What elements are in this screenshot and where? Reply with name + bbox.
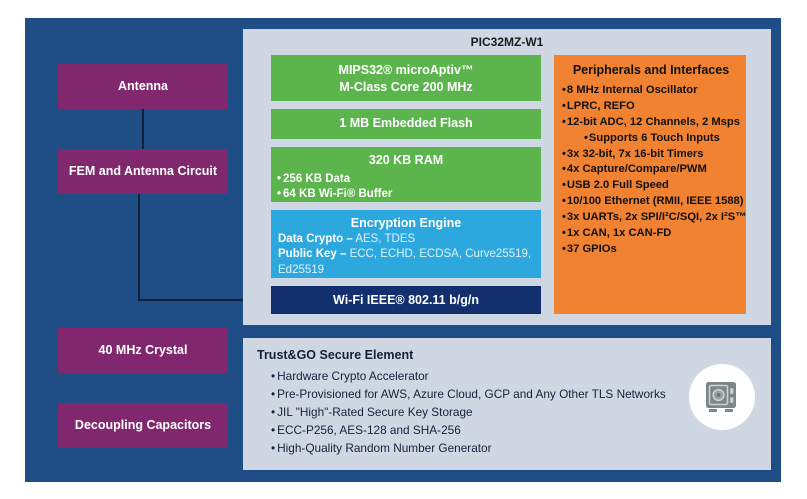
- trustgo-list: Hardware Crypto AcceleratorPre-Provision…: [271, 367, 666, 457]
- page-title: PIC32MZ-W1: [470, 35, 544, 49]
- crypto-data-label: Data Crypto –: [278, 232, 353, 245]
- block-ram[interactable]: 320 KB RAM 256 KB Data 64 KB Wi-Fi® Buff…: [271, 147, 541, 202]
- crypto-data-value: AES, TDES: [352, 232, 416, 245]
- list-item: 3x 32-bit, 7x 16-bit Timers: [562, 147, 740, 163]
- block-fem-antenna-circuit-label: FEM and Antenna Circuit: [68, 163, 218, 178]
- list-item: 12-bit ADC, 12 Channels, 2 Msps: [562, 115, 740, 131]
- list-item: USB 2.0 Full Speed: [562, 178, 740, 194]
- connector-fem-to-wifi-horizontal: [138, 299, 271, 301]
- list-item: LPRC, REFO: [562, 99, 740, 115]
- list-item: 37 GPIOs: [562, 242, 740, 258]
- list-item: JIL "High"-Rated Secure Key Storage: [271, 403, 666, 421]
- block-40mhz-crystal[interactable]: 40 MHz Crystal: [58, 328, 228, 373]
- block-mips32-core[interactable]: MIPS32® microAptiv™ M-Class Core 200 MHz: [271, 55, 541, 101]
- block-fem-antenna-circuit[interactable]: FEM and Antenna Circuit: [58, 149, 228, 194]
- mcu-panel: PIC32MZ-W1 MIPS32® microAptiv™ M-Class C…: [243, 29, 771, 325]
- block-peripherals-title: Peripherals and Interfaces: [572, 63, 730, 77]
- block-ram-list: 256 KB Data 64 KB Wi-Fi® Buffer: [271, 172, 541, 202]
- block-embedded-flash[interactable]: 1 MB Embedded Flash: [271, 109, 541, 139]
- crypto-data-line: Data Crypto – AES, TDES: [278, 232, 534, 248]
- list-item: Hardware Crypto Accelerator: [271, 367, 666, 385]
- list-item: 10/100 Ethernet (RMII, IEEE 1588): [562, 194, 744, 210]
- crypto-publickey-label: Public Key –: [278, 248, 347, 261]
- crypto-publickey-value: ECC, ECHD, ECDSA, Curve25519, Ed25519: [278, 248, 532, 276]
- block-wifi-label: Wi-Fi IEEE® 802.11 b/g/n: [333, 293, 479, 307]
- connector-antenna-to-fem: [142, 109, 144, 149]
- block-diagram-canvas: Antenna FEM and Antenna Circuit 40 MHz C…: [25, 18, 781, 482]
- peripherals-list: 8 MHz Internal OscillatorLPRC, REFO12-bi…: [562, 83, 746, 258]
- block-decoupling-capacitors-label: Decoupling Capacitors: [74, 417, 212, 432]
- block-embedded-flash-label: 1 MB Embedded Flash: [339, 116, 473, 130]
- safe-vault-icon: [689, 364, 755, 430]
- block-ram-label: 320 KB RAM: [368, 153, 444, 167]
- list-item: High-Quality Random Number Generator: [271, 439, 666, 457]
- block-40mhz-crystal-label: 40 MHz Crystal: [98, 342, 188, 357]
- connector-fem-to-wifi-vertical: [138, 194, 140, 300]
- block-mips32-core-line2: M-Class Core 200 MHz: [339, 79, 473, 94]
- list-item: Supports 6 Touch Inputs: [562, 131, 740, 147]
- trustgo-title: Trust&GO Secure Element: [257, 348, 414, 362]
- list-item: 256 KB Data: [277, 172, 541, 187]
- list-item: 64 KB Wi-Fi® Buffer: [277, 187, 541, 202]
- list-item: 4x Capture/Compare/PWM: [562, 162, 740, 178]
- block-encryption-engine-label: Encryption Engine: [350, 216, 462, 230]
- list-item: 8 MHz Internal Oscillator: [562, 83, 740, 99]
- block-encryption-engine[interactable]: Encryption Engine Data Crypto – AES, TDE…: [271, 210, 541, 278]
- block-antenna-label: Antenna: [118, 78, 168, 93]
- block-peripherals-and-interfaces[interactable]: Peripherals and Interfaces 8 MHz Interna…: [554, 55, 746, 314]
- list-item: Pre-Provisioned for AWS, Azure Cloud, GC…: [271, 385, 666, 403]
- block-antenna[interactable]: Antenna: [58, 64, 228, 109]
- block-decoupling-capacitors[interactable]: Decoupling Capacitors: [58, 403, 228, 448]
- list-item: 1x CAN, 1x CAN-FD: [562, 226, 740, 242]
- list-item: 3x UARTs, 2x SPI/I²C/SQI, 2x I²S™: [562, 210, 746, 226]
- block-wifi[interactable]: Wi-Fi IEEE® 802.11 b/g/n: [271, 286, 541, 314]
- trustgo-panel: Trust&GO Secure Element Hardware Crypto …: [243, 338, 771, 470]
- block-mips32-core-line1: MIPS32® microAptiv™: [338, 63, 474, 77]
- crypto-publickey-line: Public Key – ECC, ECHD, ECDSA, Curve2551…: [278, 247, 534, 278]
- list-item: ECC-P256, AES-128 and SHA-256: [271, 421, 666, 439]
